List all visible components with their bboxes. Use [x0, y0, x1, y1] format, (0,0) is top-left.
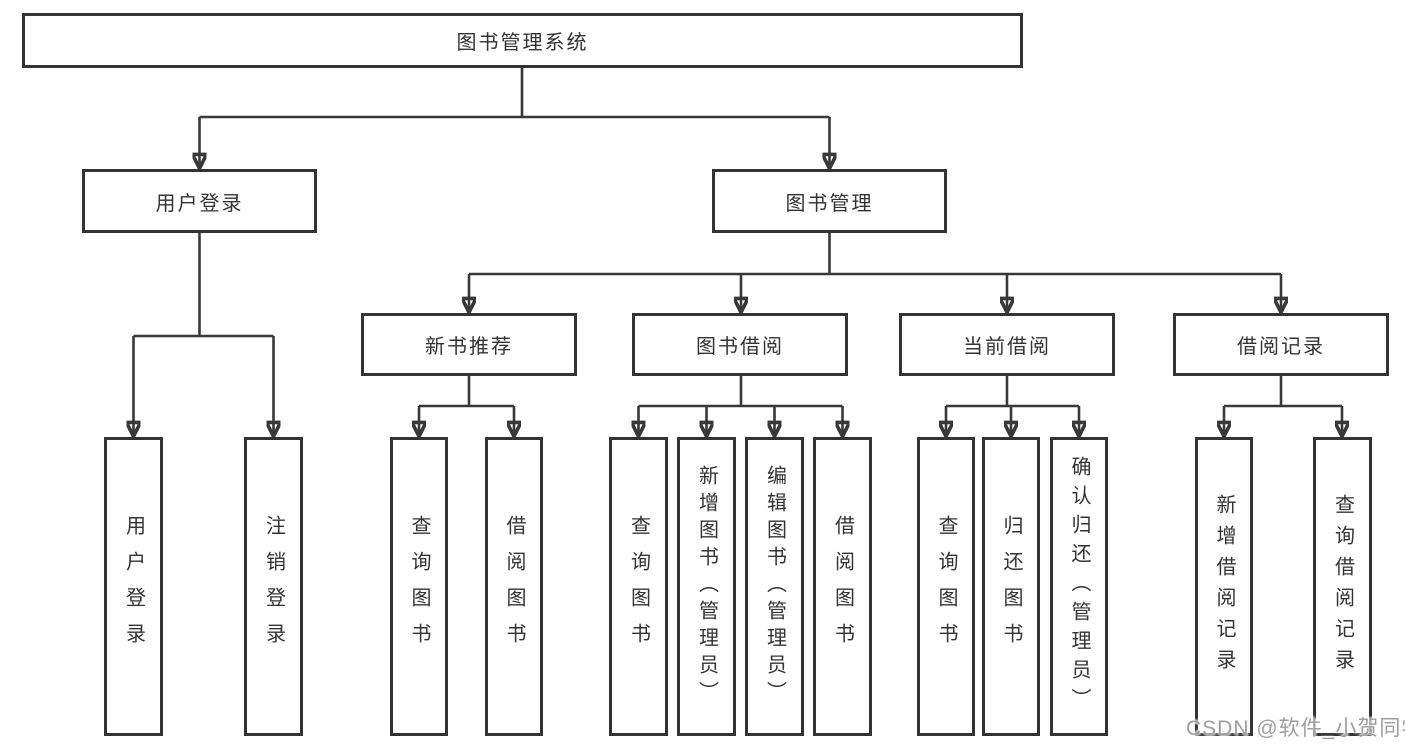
- leaf-return-books: 归还图书: [982, 437, 1040, 736]
- leaf-add-borrow-record: 新增借阅记录: [1195, 437, 1253, 736]
- leaf-query-books-borrow: 查询图书: [609, 437, 668, 736]
- node-current-borrowing: 当前借阅: [899, 313, 1115, 376]
- node-user-login: 用户登录: [82, 169, 317, 233]
- leaf-borrow-books: 借阅图书: [813, 437, 872, 736]
- leaf-query-books-recommend: 查询图书: [390, 437, 448, 736]
- node-book-borrowing: 图书借阅: [632, 313, 848, 376]
- leaf-borrow-books-recommend: 借阅图书: [485, 437, 543, 736]
- leaf-add-books-admin: 新增图书（管理员）: [677, 437, 736, 736]
- leaf-query-books-current: 查询图书: [917, 437, 975, 736]
- node-borrowing-records: 借阅记录: [1173, 313, 1389, 376]
- leaf-logout-login: 注销登录: [244, 437, 303, 736]
- leaf-confirm-return-admin: 确认归还（管理员）: [1050, 437, 1108, 736]
- leaf-user-login: 用户登录: [104, 437, 163, 736]
- node-book-management: 图书管理: [712, 169, 947, 233]
- node-new-book-recommendation: 新书推荐: [361, 313, 577, 376]
- leaf-edit-books-admin: 编辑图书（管理员）: [745, 437, 804, 736]
- node-library-management-system: 图书管理系统: [22, 13, 1023, 68]
- csdn-watermark: CSDN @软件_小贺同学: [1186, 717, 1405, 740]
- leaf-query-borrow-record: 查询借阅记录: [1313, 437, 1372, 736]
